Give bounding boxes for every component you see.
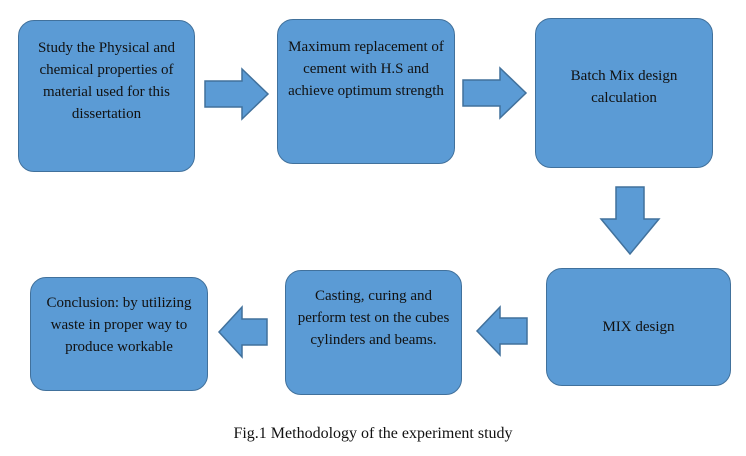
figure-caption: Fig.1 Methodology of the experiment stud…	[233, 425, 513, 442]
step-box-conclusion: Conclusion: by utilizing waste in proper…	[30, 277, 208, 391]
step-box-batch-mix-design: Batch Mix design calculation	[535, 18, 713, 168]
step-box-casting-curing-testing: Casting, curing and perform test on the …	[285, 270, 462, 395]
step-text-batch-mix-design: Batch Mix design calculation	[570, 68, 678, 106]
step-box-mix-design: MIX design	[546, 268, 731, 386]
arrow-down-icon	[599, 186, 661, 256]
step-text-mix-design: MIX design	[602, 319, 675, 335]
arrow-left-icon	[217, 305, 268, 359]
step-text-physical-chemical-properties: Study the Physical and chemical properti…	[37, 40, 176, 122]
step-box-physical-chemical-properties: Study the Physical and chemical properti…	[18, 20, 195, 172]
step-text-conclusion: Conclusion: by utilizing waste in proper…	[46, 295, 192, 355]
step-text-casting-curing-testing: Casting, curing and perform test on the …	[297, 288, 450, 348]
arrow-right-icon	[462, 66, 528, 120]
arrow-right-icon	[204, 67, 270, 121]
step-box-cement-replacement: Maximum replacement of cement with H.S a…	[277, 19, 455, 164]
step-text-cement-replacement: Maximum replacement of cement with H.S a…	[288, 39, 444, 99]
arrow-left-icon	[475, 305, 528, 357]
